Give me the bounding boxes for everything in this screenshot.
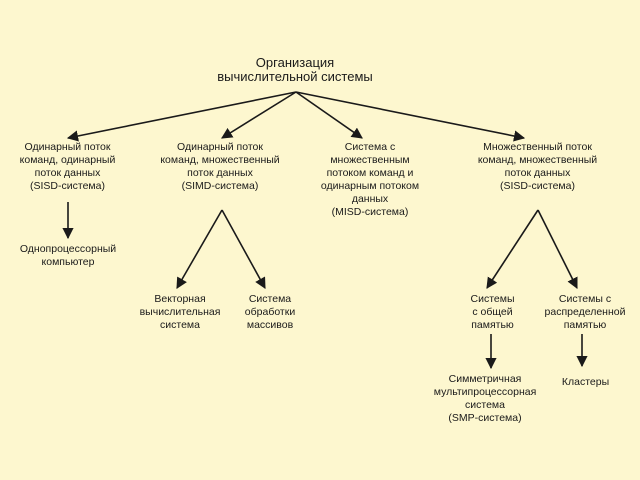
misd-node: Система с множественным потоком команд и…: [305, 141, 435, 219]
arrow-root-to-simd: [221, 91, 297, 139]
root-line-2: вычислительной системы: [217, 69, 373, 84]
array-node: Система обработки массивов: [225, 293, 315, 332]
shared-memory-node: Системы с общей памятью: [450, 293, 535, 332]
arrow-mimd-to-distributed-memory: [537, 209, 578, 290]
arrow-root-to-misd: [295, 91, 363, 139]
smp-line-2: мультипроцессорная: [433, 386, 537, 398]
mimd-line-1: Множественный поток: [483, 141, 592, 153]
sisd-line-1: Одинарный поток: [24, 141, 111, 153]
smp-line-1: Симметричная: [448, 373, 522, 385]
mimd-line-3: поток данных: [504, 167, 571, 179]
vector-line-2: вычислительная: [139, 306, 221, 318]
misd-line-4: одинарным потоком: [320, 180, 420, 192]
uniprocessor-line-2: компьютер: [41, 256, 95, 268]
simd-line-4: (SIMD-система): [181, 180, 259, 192]
vector-node: Векторная вычислительная система: [125, 293, 235, 332]
simd-line-2: команд, множественный: [160, 154, 280, 166]
simd-line-1: Одинарный поток: [177, 141, 263, 153]
arrow-root-to-sisd: [66, 91, 297, 142]
misd-line-5: данных: [351, 193, 389, 205]
arrow-simd-to-array: [221, 209, 266, 289]
vector-line-3: система: [160, 319, 200, 331]
distributed-memory-line-2: распределенной: [544, 306, 626, 318]
clusters-line-1: Кластеры: [561, 376, 610, 388]
uniprocessor-node: Однопроцессорный компьютер: [8, 243, 128, 269]
arrow-mimd-to-shared-memory: [486, 209, 539, 289]
distributed-memory-line-3: памятью: [563, 319, 607, 331]
misd-line-1: Система с: [344, 141, 396, 153]
mimd-line-4: (SISD-система): [500, 180, 575, 192]
arrow-root-to-mimd: [295, 91, 526, 142]
root-line-1: Организация: [255, 55, 335, 70]
sisd-line-2: команд, одинарный: [19, 154, 116, 166]
shared-memory-line-1: Системы: [470, 293, 515, 305]
array-line-3: массивов: [246, 319, 294, 331]
smp-line-4: (SMP-система): [448, 412, 522, 424]
array-line-1: Система: [248, 293, 292, 305]
array-line-2: обработки: [244, 306, 296, 318]
misd-line-6: (MISD-система): [331, 206, 409, 218]
misd-line-2: множественным: [330, 154, 410, 166]
shared-memory-line-2: с общей: [472, 306, 513, 318]
vector-line-1: Векторная: [154, 293, 206, 305]
clusters-node: Кластеры: [548, 376, 623, 389]
sisd-node: Одинарный поток команд, одинарный поток …: [5, 141, 130, 193]
misd-line-3: потоком команд и: [326, 167, 414, 179]
mimd-line-2: команд, множественный: [477, 154, 598, 166]
distributed-memory-line-1: Системы с: [558, 293, 612, 305]
distributed-memory-node: Системы с распределенной памятью: [535, 293, 635, 332]
smp-node: Симметричная мультипроцессорная система …: [420, 373, 550, 425]
uniprocessor-line-1: Однопроцессорный: [19, 243, 117, 255]
sisd-line-3: поток данных: [34, 167, 101, 179]
arrow-simd-to-vector: [176, 209, 223, 289]
smp-line-3: система: [465, 399, 505, 411]
root-node: Организация вычислительной системы: [205, 56, 385, 84]
shared-memory-line-3: памятью: [471, 319, 514, 331]
simd-line-3: поток данных: [187, 167, 253, 179]
sisd-line-4: (SISD-система): [30, 180, 105, 192]
mimd-node: Множественный поток команд, множественны…: [465, 141, 610, 193]
simd-node: Одинарный поток команд, множественный по…: [150, 141, 290, 193]
